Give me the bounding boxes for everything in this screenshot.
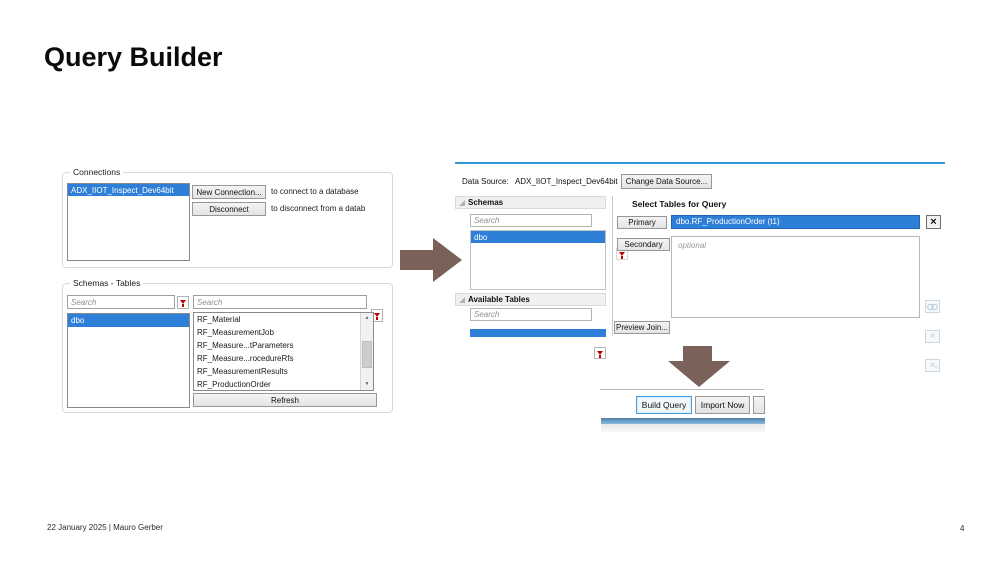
list-item[interactable]: RF_Measure...tParameters — [197, 341, 294, 350]
section-header-label: Schemas — [468, 198, 504, 207]
edit-join-icon[interactable] — [925, 300, 940, 313]
data-source-value: ADX_IIOT_Inspect_Dev64bit — [514, 177, 618, 186]
list-item[interactable]: dbo — [68, 314, 189, 327]
scrollbar[interactable]: ▲ ▼ — [360, 313, 373, 390]
list-item[interactable]: RF_ProductionOrder — [197, 380, 271, 389]
list-item[interactable]: RF_Material — [197, 315, 241, 324]
remove-all-joins-icon[interactable]: ×× — [925, 359, 940, 372]
clipped-button[interactable] — [753, 396, 765, 414]
filter-icon[interactable] — [594, 347, 606, 359]
scrollbar-thumb[interactable] — [362, 341, 372, 368]
table-search-input[interactable] — [193, 295, 367, 309]
page-number: 4 — [960, 524, 965, 533]
scroll-up-icon[interactable]: ▲ — [364, 315, 370, 321]
list-item[interactable]: dbo — [471, 231, 605, 243]
schema-search-input[interactable] — [67, 295, 175, 309]
arrow-down-icon — [668, 361, 730, 387]
scroll-down-icon[interactable]: ▼ — [364, 381, 370, 387]
select-tables-header: Select Tables for Query — [632, 199, 727, 209]
expander-icon — [459, 296, 465, 303]
data-source-line: Data Source: ADX_IIOT_Inspect_Dev64bit — [462, 177, 618, 186]
panel-divider — [612, 196, 613, 336]
remove-join-icon[interactable]: × — [925, 330, 940, 343]
arrow-right-icon — [400, 250, 434, 270]
new-connection-hint: to connect to a database — [271, 187, 359, 196]
clipped-selected-table-row[interactable] — [470, 329, 606, 337]
connections-list[interactable]: ADX_IIOT_Inspect_Dev64bit — [67, 183, 190, 261]
remove-glyph-small: × — [934, 365, 938, 371]
arrow-down-icon — [683, 346, 712, 362]
available-tables-search-input[interactable] — [470, 308, 592, 321]
list-item[interactable]: RF_MeasurementResults — [197, 367, 288, 376]
disconnect-button[interactable]: Disconnect — [192, 202, 266, 216]
secondary-tables-box[interactable]: optional — [671, 236, 920, 318]
primary-button[interactable]: Primary — [617, 216, 667, 229]
remove-primary-icon[interactable]: × — [926, 215, 941, 229]
disconnect-hint: to disconnect from a datab — [271, 204, 366, 213]
secondary-button[interactable]: Secondary — [617, 238, 670, 251]
schema-list[interactable]: dbo — [67, 313, 190, 408]
schemas-list[interactable]: dbo — [470, 230, 606, 290]
remove-glyph: × — [929, 359, 936, 371]
snippet-top-rule — [600, 389, 764, 390]
new-connection-button[interactable]: New Connection... — [192, 185, 266, 199]
schemas-search-input[interactable] — [470, 214, 592, 227]
list-item[interactable]: RF_Measure...rocedureRfs — [197, 354, 294, 363]
arrow-right-icon — [433, 238, 462, 282]
filter-icon[interactable] — [177, 296, 189, 309]
build-query-button[interactable]: Build Query — [636, 396, 692, 414]
page-title: Query Builder — [44, 42, 223, 72]
list-item[interactable]: ADX_IIOT_Inspect_Dev64bit — [68, 184, 189, 196]
schemas-tables-group-label: Schemas - Tables — [70, 278, 144, 288]
change-data-source-button[interactable]: Change Data Source... — [621, 174, 712, 189]
expander-icon — [459, 199, 465, 206]
footer-text: 22 January 2025 | Mauro Gerber — [47, 523, 163, 532]
preview-join-button[interactable]: Preview Join... — [614, 321, 670, 334]
schemas-section-header[interactable]: Schemas — [455, 196, 606, 209]
tables-list[interactable]: RF_Material RF_MeasurementJob RF_Measure… — [193, 312, 374, 391]
list-item[interactable]: RF_MeasurementJob — [197, 328, 274, 337]
overlapping-circles-icon — [927, 303, 938, 310]
import-now-button[interactable]: Import Now — [695, 396, 750, 414]
connections-group-label: Connections — [70, 167, 124, 177]
bottom-bar-shadow — [601, 424, 765, 432]
section-header-label: Available Tables — [468, 295, 530, 304]
secondary-placeholder: optional — [678, 241, 707, 250]
top-rule — [455, 162, 945, 164]
bottom-bar — [601, 418, 765, 424]
primary-table-value[interactable]: dbo.RF_ProductionOrder (t1) — [671, 215, 920, 229]
available-tables-section-header[interactable]: Available Tables — [455, 293, 606, 306]
data-source-label: Data Source: — [462, 177, 509, 186]
refresh-button[interactable]: Refresh — [193, 393, 377, 407]
